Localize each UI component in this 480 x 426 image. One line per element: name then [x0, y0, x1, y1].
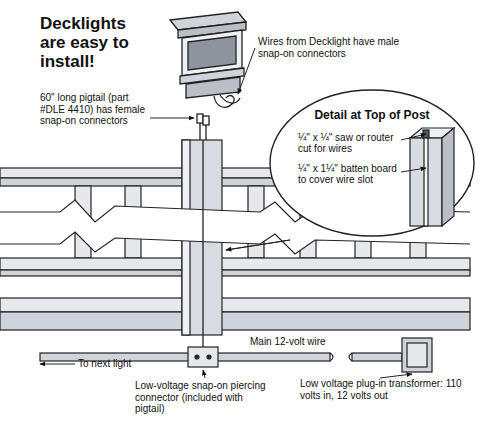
detail-callout: ¼" x 1¼" batten board to cover wire slot [298, 155, 398, 186]
callout-label: 60" long pigtail (part #DLE 4410) has fe… [40, 92, 150, 127]
title: Decklights are easy to install! [40, 14, 140, 71]
callout-label: Main 12-volt wire [250, 336, 360, 348]
callout-label: Low-voltage snap-on piercing connector (… [135, 380, 275, 415]
detail-heading: Detail at Top of Post [268, 88, 476, 122]
break-line [0, 232, 470, 254]
detail-callout: ¼" x ¼" saw or router cut for wires [298, 122, 398, 155]
pigtail [197, 114, 209, 350]
callout-label: Low voltage plug-in transformer: 110 vol… [300, 378, 472, 401]
leader-line [401, 134, 426, 140]
callout-label: To next light [78, 358, 158, 370]
transformer [402, 338, 432, 372]
detail-circle: Detail at Top of Post¼" x ¼" saw or rout… [268, 88, 476, 238]
callout-label: Wires from Decklight have male snap-on c… [258, 36, 408, 59]
lamp-wires [214, 95, 240, 107]
decklight [170, 12, 246, 98]
piercing-connector [188, 347, 218, 367]
leader-line [401, 168, 426, 172]
